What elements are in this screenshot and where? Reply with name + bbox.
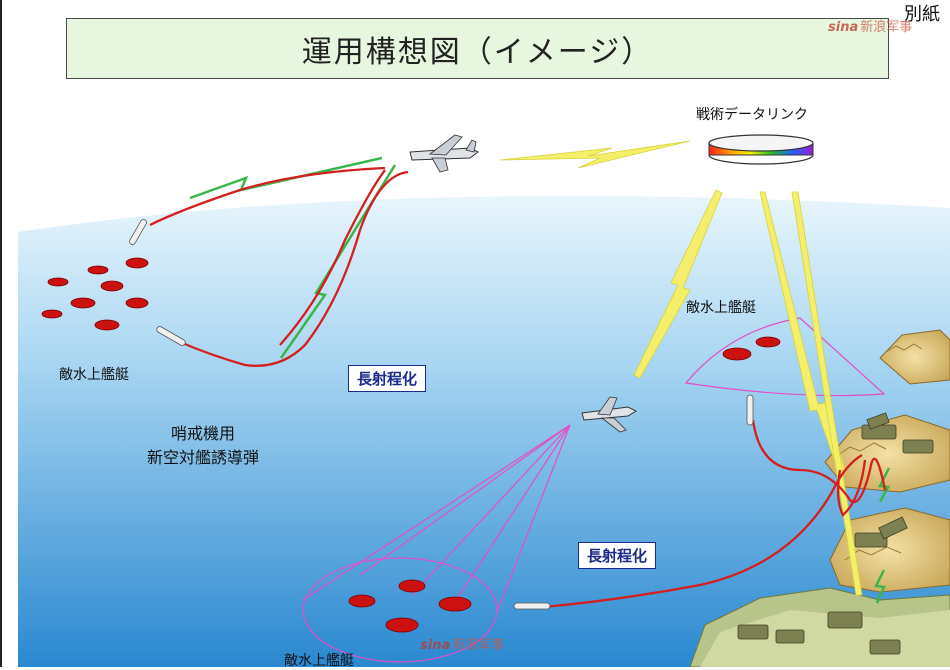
patrol-aircraft-upper (409, 134, 479, 173)
missile-trajectories (149, 166, 887, 609)
missile-name-line2: 新空対艦誘導弾 (146, 448, 259, 467)
enemy-ships-lower (348, 579, 472, 633)
patrol-aircraft-lower (581, 396, 638, 433)
enemy-ships-label-left: 敵水上艦艇 (59, 367, 129, 383)
watermark-text: 新浪军事 (860, 20, 913, 35)
sensor-cone-lower (302, 424, 571, 663)
watermark-brand: sina (828, 20, 859, 35)
page-title: 運用構想図（イメージ） (301, 34, 654, 70)
enemy-ships-label-right: 敵水上艦艇 (686, 300, 756, 316)
datalink-disk-icon (708, 134, 814, 165)
launcher-vehicles (737, 412, 934, 655)
sea-surface (18, 195, 950, 667)
missile-name-label: 哨戒機用 新空対艦誘導弾 (118, 422, 288, 470)
extended-range-badge-upper: 長射程化 (348, 365, 427, 392)
sensor-cone-upper (684, 317, 886, 397)
title-box: 運用構想図（イメージ） (66, 18, 889, 79)
watermark-text: 新浪军事 (452, 638, 505, 653)
datalink-label: 戦術データリンク (696, 107, 808, 123)
enemy-ships-label-bottom: 敵水上艦艇 (284, 653, 354, 669)
missile-name-line1: 哨戒機用 (170, 424, 235, 443)
watermark-brand: sina (420, 638, 451, 653)
enemy-ships-upper-right (722, 336, 781, 361)
enemy-ships-upper-left (41, 257, 149, 331)
extended-range-badge-lower: 長射程化 (578, 542, 657, 569)
corner-tag: 別紙 (904, 4, 940, 25)
missile-icons (129, 219, 754, 610)
